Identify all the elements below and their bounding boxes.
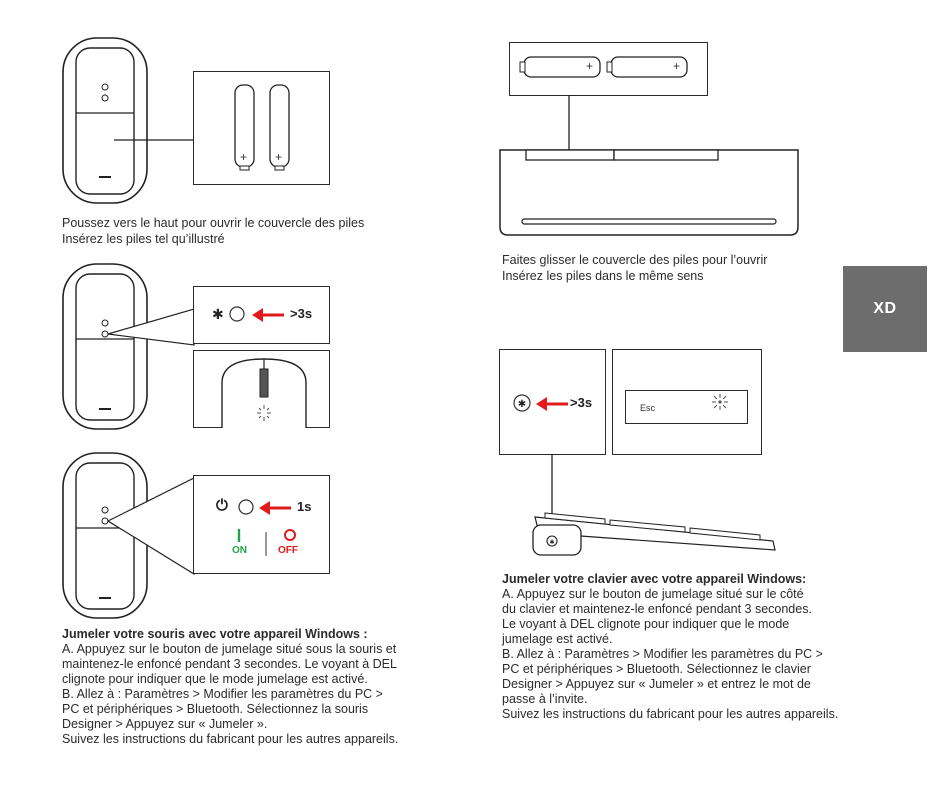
mouse-batteries-illustration [234,84,290,171]
power-button-zoom-panel [193,475,330,574]
instruction-line: Designer > Appuyez sur « Jumeler ». [62,717,268,731]
keyboard-battery-caption-1: Faites glisser le couvercle des piles po… [502,253,768,267]
red-arrow-icon [252,308,284,322]
instruction-line: B. Allez à : Paramètres > Modifier les p… [62,687,383,701]
mouse-bottom-illustration [62,37,194,204]
instruction-line: B. Allez à : Paramètres > Modifier les p… [502,647,823,661]
instruction-line: A. Appuyez sur le bouton de jumelage sit… [62,642,397,656]
section-tab: XD [843,266,927,352]
instruction-line: du clavier et maintenez-le enfoncé penda… [502,602,812,616]
power-icon: ⏻ [216,497,228,514]
bluetooth-icon: ✱ [212,306,224,322]
mouse-battery-caption-2: Insérez les piles tel qu’illustré [62,232,225,246]
pairing-button-icon [229,306,245,322]
keyboard-battery-caption-2: Insérez les piles dans le même sens [502,269,704,283]
keyboard-side-illustration: ✱ [532,455,776,556]
power-button-icon [238,499,254,515]
red-arrow-icon [536,397,568,411]
mouse-instructions-heading: Jumeler votre souris avec votre appareil… [62,627,368,641]
on-label: ON [232,545,247,556]
mouse-bottom-illustration [62,263,195,430]
instruction-line: passe à l’invite. [502,692,588,706]
on-off-indicator-icons [237,529,296,556]
bluetooth-pairing-button-icon: ✱ [513,394,531,412]
hold-duration-label: >3s [290,306,313,321]
battery-plus-sign: + [240,150,248,164]
battery-plus-sign: + [275,150,283,164]
instruction-line: Le voyant à DEL clignote pour indiquer q… [502,617,790,631]
keyboard-instructions-heading: Jumeler votre clavier avec votre apparei… [502,572,807,586]
instruction-line: clignote pour indiquer que le mode jumel… [62,672,368,686]
battery-compartment-panel [193,71,330,185]
instruction-line: maintenez-le enfoncé pendant 3 secondes.… [62,657,397,671]
instruction-line: jumelage est activé. [502,632,613,646]
svg-text:✱: ✱ [518,399,526,410]
esc-key-illustration [625,390,748,424]
hold-duration-label: 1s [297,499,312,514]
led-blink-icon [712,394,728,410]
instruction-line: A. Appuyez sur le bouton de jumelage sit… [502,587,804,601]
mouse-bottom-illustration [62,452,195,619]
esc-key-label: Esc [640,403,656,413]
red-arrow-icon [259,501,291,515]
instruction-line: PC et périphériques > Bluetooth. Sélecti… [62,702,369,716]
hold-duration-label: >3s [570,395,593,410]
instruction-line: Designer > Appuyez sur « Jumeler » et en… [502,677,811,691]
svg-text:✱: ✱ [549,539,554,546]
instruction-line: Suivez les instructions du fabricant pou… [502,707,839,721]
instruction-line: Suivez les instructions du fabricant pou… [62,732,399,746]
battery-plus-sign: + [673,59,681,73]
mouse-battery-caption-1: Poussez vers le haut pour ouvrir le couv… [62,216,365,230]
keyboard-batteries-illustration [519,56,688,78]
battery-plus-sign: + [586,59,594,73]
off-label: OFF [278,545,298,556]
instruction-line: PC et périphériques > Bluetooth. Sélecti… [502,662,811,676]
keyboard-back-illustration [499,95,799,236]
mouse-top-led-illustration [221,358,307,428]
